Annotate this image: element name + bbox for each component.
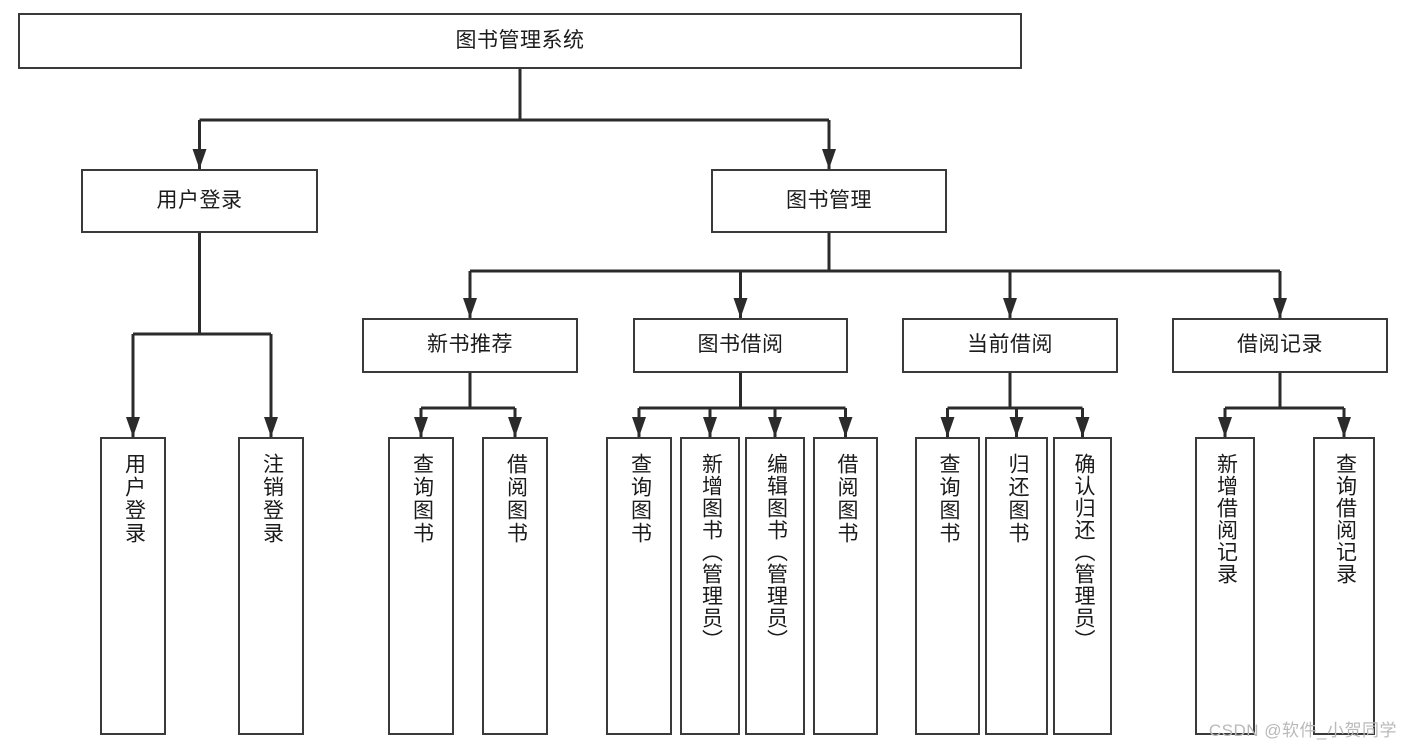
node-bookmgmt[interactable]: 图书管理 <box>711 169 947 233</box>
node-leaf-bor-1[interactable]: 查询图书 <box>606 437 672 735</box>
arrowhead-icon <box>822 149 836 169</box>
arrowhead-icon <box>1273 298 1287 318</box>
node-label: 查询图书 <box>936 453 960 545</box>
node-label: 图书管理系统 <box>455 28 585 52</box>
node-login[interactable]: 用户登录 <box>81 169 318 233</box>
arrowhead-icon <box>1003 298 1017 318</box>
node-leaf-cur-3[interactable]: 确认归还（管理员） <box>1053 437 1112 735</box>
node-label: 新书推荐 <box>427 333 513 357</box>
arrowhead-icon <box>1009 417 1024 437</box>
node-leaf-new-1[interactable]: 查询图书 <box>388 437 454 735</box>
arrowhead-icon <box>192 149 207 169</box>
node-label: 借阅图书 <box>834 453 858 545</box>
node-label: 查询图书 <box>410 453 434 545</box>
arrowhead-icon <box>508 417 522 437</box>
arrowhead-icon <box>1075 417 1090 437</box>
node-leaf-rec-2[interactable]: 查询借阅记录 <box>1313 437 1375 735</box>
watermark: CSDN @软件_小贺同学 <box>1208 721 1397 740</box>
node-leaf-bor-3[interactable]: 编辑图书（管理员） <box>745 437 805 735</box>
arrowhead-icon <box>703 417 717 437</box>
arrowhead-icon <box>733 298 748 318</box>
node-label: 图书借阅 <box>697 333 784 357</box>
node-label: 借阅记录 <box>1237 333 1323 357</box>
node-root[interactable]: 图书管理系统 <box>18 13 1022 69</box>
node-label: 新增图书（管理员） <box>699 453 723 651</box>
arrowhead-icon <box>768 417 782 437</box>
node-leaf-bor-2[interactable]: 新增图书（管理员） <box>680 437 740 735</box>
node-newbook[interactable]: 新书推荐 <box>362 318 578 373</box>
node-label: 确认归还（管理员） <box>1071 453 1095 651</box>
node-label: 用户登录 <box>122 453 146 545</box>
node-label: 编辑图书（管理员） <box>764 453 788 651</box>
arrowhead-icon <box>1337 417 1351 437</box>
node-leaf-bor-4[interactable]: 借阅图书 <box>813 437 878 735</box>
node-label: 用户登录 <box>156 188 243 212</box>
arrowhead-icon <box>632 417 646 437</box>
node-label: 当前借阅 <box>967 333 1053 357</box>
arrowhead-icon <box>940 417 955 437</box>
node-leaf-rec-1[interactable]: 新增借阅记录 <box>1195 437 1255 735</box>
arrowhead-icon <box>264 417 278 437</box>
node-leaf-new-2[interactable]: 借阅图书 <box>482 437 548 735</box>
node-borrow[interactable]: 图书借阅 <box>633 318 848 373</box>
node-label: 注销登录 <box>260 453 284 545</box>
node-label: 借阅图书 <box>504 453 528 545</box>
node-label: 查询图书 <box>628 453 652 545</box>
node-label: 查询借阅记录 <box>1333 453 1357 585</box>
arrowhead-icon <box>1218 417 1232 437</box>
arrowhead-icon <box>414 417 428 437</box>
node-leaf-cur-1[interactable]: 查询图书 <box>915 437 980 735</box>
node-current[interactable]: 当前借阅 <box>902 318 1118 373</box>
node-label: 图书管理 <box>786 188 872 212</box>
arrowhead-icon <box>838 417 853 437</box>
node-leaf-cur-2[interactable]: 归还图书 <box>985 437 1048 735</box>
node-records[interactable]: 借阅记录 <box>1172 318 1388 373</box>
node-leaf-login-1[interactable]: 用户登录 <box>100 437 166 735</box>
node-label: 新增借阅记录 <box>1214 453 1238 585</box>
node-leaf-login-2[interactable]: 注销登录 <box>238 437 304 735</box>
node-label: 归还图书 <box>1005 453 1029 545</box>
arrowhead-icon <box>463 298 477 318</box>
arrowhead-icon <box>126 417 140 437</box>
